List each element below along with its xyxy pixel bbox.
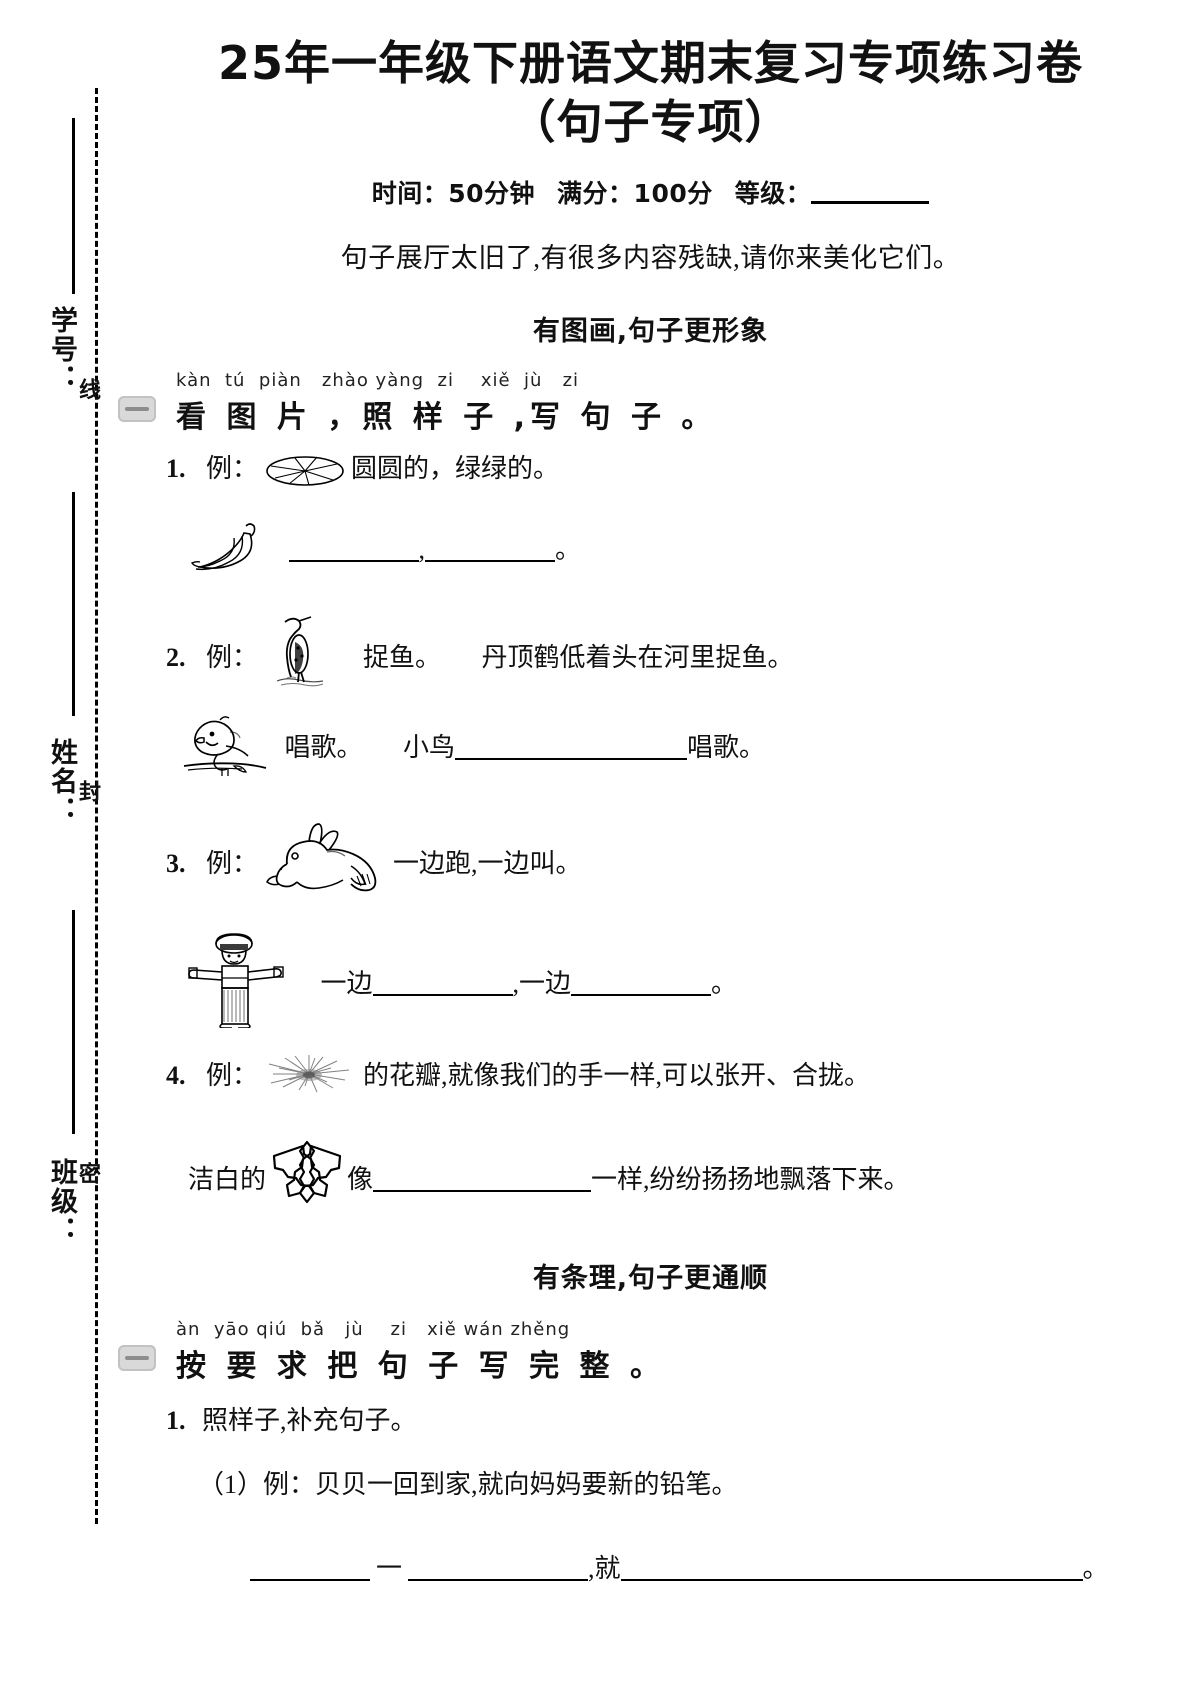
worksheet-page: 25年一年级下册语文期末复习专项练习卷 （句子专项） 时间：50分钟满分：100… [110,0,1191,1684]
lotus-leaf-icon [265,454,345,488]
task-pinyin-1: kàn tú piàn zhào yàng zi xiě jù zi [176,369,580,391]
item-3-period: 。 [711,968,738,998]
section2-item-1: 1. 照样子,补充句子。 [110,1407,1191,1461]
write-rule-1 [72,118,75,294]
margin-seal-xian: 线 [75,378,100,402]
item-1-blank-a[interactable] [288,559,419,562]
flower-icon [265,1054,353,1094]
rabbit-icon [265,822,381,896]
item-3-blank-a[interactable] [372,993,513,996]
margin-seal-mi: 密 [75,1162,100,1186]
singing-bird-icon [182,714,268,780]
page-title-line1: 25年一年级下册语文期末复习专项练习卷 [217,36,1083,90]
item-3-blank-b[interactable] [571,993,712,996]
task-marker-icon-2 [118,1344,156,1371]
item-2-answer-text-b: 小鸟 [403,732,456,762]
margin-seal-feng: 封 [75,780,100,804]
page-title-line2: （句子专项） [509,94,792,149]
section2-sub-1-number: （1） [198,1469,264,1499]
item-4-answer-text-b: 像 [347,1164,374,1194]
item-2-answer-text-a: 唱歌。 [284,732,363,762]
write-rule-3 [72,910,75,1134]
task-marker-icon [118,395,156,422]
section2-connector-1: 一 [376,1553,403,1583]
task-pinyin-2: àn yāo qiú bǎ jù zi xiě wán zhěng [176,1318,571,1340]
item-3-answer-text-a: 一边 [320,968,373,998]
section2-sub-1-answer: 一 ,就 。 [110,1555,1191,1615]
item-2-blank[interactable] [455,757,688,760]
item-1-answer: ,。 [110,520,1191,586]
item-1: 1. 例： 圆圆的，绿绿的。 [110,454,1191,520]
item-4-number: 4. [166,1060,186,1090]
item-4-answer-text-c: 一样,纷纷扬扬地飘落下来。 [591,1164,910,1194]
item-3-example-text: 一边跑,一边叫。 [393,848,582,878]
total-score-label: 满分：100分 [557,178,713,208]
seal-dashed-line [95,88,98,1524]
item-1-example-prefix: 例： [206,453,259,483]
exam-meta: 时间：50分钟满分：100分等级： [110,174,1191,210]
intro-text: 句子展厅太旧了,有很多内容残缺,请你来美化它们。 [340,242,961,273]
task-heading-1: kàn tú piàn zhào yàng zi xiě jù zi 看 图 片… [110,370,1191,436]
item-4-example-text: 的花瓣,就像我们的手一样,可以张开、合拢。 [363,1060,871,1090]
section-banner-2: 有条理,句子更通顺 [532,1262,769,1294]
grade-blank[interactable] [811,200,930,204]
item-4-answer-text-a: 洁白的 [188,1164,267,1194]
section2-blank-c[interactable] [620,1578,1083,1581]
margin-label-xuehao: 学号： [46,306,77,393]
item-2-number: 2. [166,642,186,672]
section2-sub-1-text: 贝贝一回到家,就向妈妈要新的铅笔。 [315,1469,738,1499]
time-label: 时间：50分钟 [371,178,536,208]
section2-blank-a[interactable] [250,1578,370,1581]
item-3-example-prefix: 例： [206,848,259,878]
task-title-2: 按 要 求 把 句 子 写 完 整 。 [176,1348,665,1384]
grade-label: 等级： [734,178,812,208]
section2-sub-1: （1）例：贝贝一回到家,就向妈妈要新的铅笔。 [110,1471,1191,1529]
item-1-comma: , [418,534,426,564]
item-2-example-text-a: 捉鱼。 [363,642,442,672]
item-4-example-prefix: 例： [206,1060,259,1090]
item-3-answer-text-b: ,一边 [512,968,572,998]
item-1-blank-b[interactable] [425,559,555,562]
margin-label-banji: 班级： [46,1158,77,1245]
section2-connector-2: ,就 [588,1553,621,1583]
item-1-period: 。 [555,534,582,564]
write-rule-2 [72,492,75,716]
item-2-answer: 唱歌。 小鸟 唱歌。 [110,714,1191,788]
task-heading-2: àn yāo qiú bǎ jù zi xiě wán zhěng 按 要 求 … [110,1319,1191,1385]
item-2-answer-text-c: 唱歌。 [687,732,766,762]
section2-period: 。 [1082,1553,1109,1583]
item-1-number: 1. [166,453,186,483]
task-title-1: 看 图 片 ，照 样 子 ,写 句 子 。 [176,399,717,435]
section-banner-1: 有图画,句子更形象 [532,315,769,347]
item-2-example-text-b: 丹顶鹤低着头在河里捉鱼。 [481,642,794,672]
item-2-example-prefix: 例： [206,642,259,672]
section2-item-1-text: 照样子,补充句子。 [202,1405,417,1435]
item-4-answer: 洁白的 像 一样,纷纷扬扬地飘落下来。 [110,1138,1191,1218]
section2-item-1-number: 1. [166,1405,186,1435]
page-title: 25年一年级下册语文期末复习专项练习卷 （句子专项） [110,0,1191,152]
snowflake-icon [269,1138,345,1210]
item-3: 3. 例： 一边跑,一边叫。 [110,822,1191,908]
item-1-example-text: 圆圆的，绿绿的。 [351,453,560,483]
item-3-number: 3. [166,848,186,878]
section2-blank-b[interactable] [408,1578,589,1581]
margin-label-xingming: 姓名： [46,738,77,825]
item-3-answer: 一边 ,一边 。 [110,932,1191,1028]
banana-icon [190,520,264,572]
item-4: 4. 例： 的花瓣,就像我们的手一样,可以张开、合拢。 [110,1054,1191,1118]
section2-sub-1-prefix: 例： [263,1469,316,1499]
item-2: 2. 例： 捉鱼。 丹顶鹤低着头在河里捉鱼。 [110,612,1191,696]
traffic-police-icon [188,932,288,1028]
item-4-blank[interactable] [373,1189,592,1192]
crane-icon [265,612,343,688]
binding-margin-column: 学号： 线 姓名： 封 班级： 密 [0,0,110,1684]
